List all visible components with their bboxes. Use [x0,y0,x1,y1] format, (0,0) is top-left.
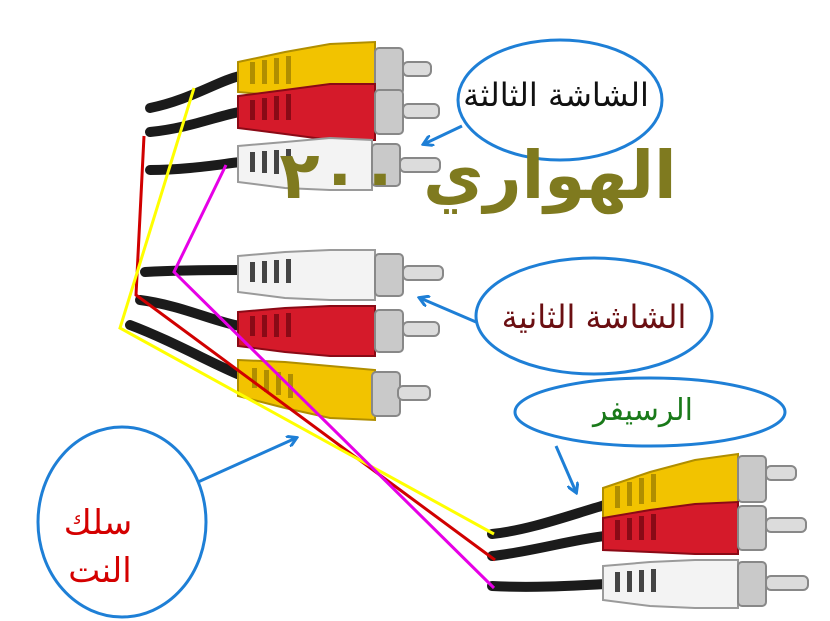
labels: الشاشة الثالثة الهواري ٢٠٠ الشاشة الثاني… [64,76,693,591]
bottom-cables [487,500,610,592]
bottom-plug-group [487,452,809,609]
label-receiver: الرسيفر [591,393,693,428]
top-cables [145,71,245,175]
bottom-red-plug [602,500,807,555]
magenta-wire [172,164,496,590]
middle-white-plug [237,249,444,301]
callout-screen-three [456,38,664,162]
callout-net-cable [36,425,208,619]
middle-red-plug [237,305,440,357]
middle-cables [125,265,245,380]
bottom-white-plug [602,559,809,609]
top-white-plug [237,136,441,191]
callout-receiver [513,376,787,448]
top-plug-group [145,40,441,191]
middle-yellow-plug [237,358,431,422]
middle-plug-group [125,249,444,422]
arrow-screen-three [424,124,463,144]
label-net-cable-line1: سلك [64,503,132,543]
arrow-net-cable [197,438,296,484]
arrow-receiver [554,445,576,492]
label-screen-three: الشاشة الثالثة [463,76,649,114]
label-screen-two: الشاشة الثانية [502,298,687,336]
callout-screen-two [474,256,714,376]
arrow-screen-two [420,298,477,324]
arrows [197,124,576,492]
title-big: الهواري ٢٠٠ [279,137,676,215]
wiring-lines [118,87,496,590]
top-red-plug [237,83,440,141]
label-net-cable-line2: النت [68,551,131,591]
callouts [36,38,787,619]
